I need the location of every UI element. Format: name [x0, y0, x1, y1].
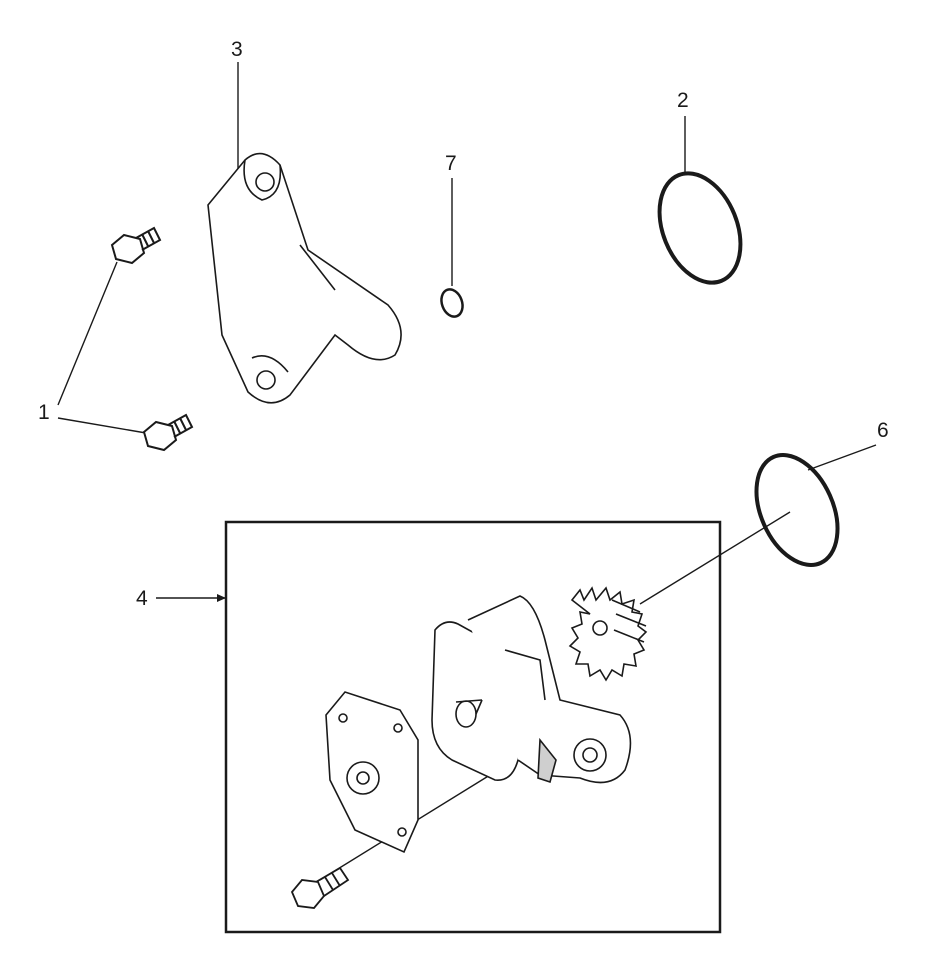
bolt-1-lower — [142, 413, 194, 452]
small-o-ring-7 — [440, 288, 464, 318]
leader-line-6b — [639, 511, 791, 605]
callout-1: 1 — [38, 401, 50, 424]
leader-line-6 — [807, 444, 877, 471]
o-ring-2 — [657, 171, 743, 285]
leader-line-1a — [57, 261, 118, 406]
drive-gear — [568, 586, 648, 682]
cover-plate — [325, 691, 419, 854]
callout-2: 2 — [677, 89, 689, 112]
o-ring-6 — [754, 453, 840, 567]
assembly-box-4 — [224, 520, 722, 934]
callout-4: 4 — [136, 587, 148, 610]
arrowhead-4 — [217, 594, 226, 602]
callout-6: 6 — [877, 419, 889, 442]
pump-body — [431, 595, 632, 784]
bolt-1-upper — [110, 226, 162, 265]
assembly-bolt — [290, 866, 350, 909]
callout-3: 3 — [231, 38, 243, 61]
leader-line-1b — [57, 417, 147, 434]
bracket-3 — [207, 152, 402, 404]
callout-7: 7 — [445, 152, 457, 175]
